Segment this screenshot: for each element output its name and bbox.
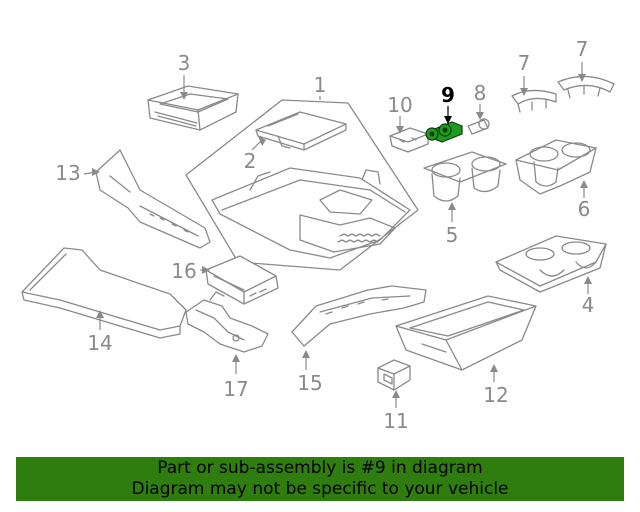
callout-15: 15 [297,371,322,395]
part-13-bracket [95,149,211,249]
part-5-cupholder [423,151,507,202]
info-banner: Part or sub-assembly is #9 in diagram Di… [16,457,624,501]
part-14-armrest [21,247,187,339]
part-6-cupholder [515,139,597,195]
callout-7a: 7 [518,51,531,75]
part-16-module [205,255,279,305]
part-3-tray [147,85,239,131]
part-8-plug [467,118,490,135]
callout-8: 8 [474,81,487,105]
callout-11: 11 [383,409,408,433]
callout-6: 6 [578,197,591,221]
callout-12: 12 [483,383,508,407]
callout-10: 10 [387,93,412,117]
part-4-trim [495,235,607,293]
callout-3: 3 [178,51,191,75]
callout-4: 4 [582,293,595,317]
callout-16: 16 [171,259,196,283]
part-7-rings [511,75,615,113]
callout-9-highlighted: 9 [441,83,455,107]
callout-2: 2 [244,149,257,173]
part-11-switch [377,359,411,391]
callout-14: 14 [87,331,112,355]
callout-13: 13 [55,161,80,185]
callout-7b: 7 [576,37,589,61]
part-9-usb-port [425,121,463,143]
banner-line-2: Diagram may not be specific to your vehi… [131,479,509,499]
part-17-mount [185,291,269,353]
part-10-connector [389,127,429,153]
callout-1: 1 [314,73,327,97]
parts-diagram: 1 2 3 4 5 6 7 7 8 9 10 11 12 13 14 15 16… [21,37,615,433]
leader-lines [83,62,592,408]
part-15-rail [291,285,427,347]
banner-line-1: Part or sub-assembly is #9 in diagram [157,458,483,478]
part-2-lid [255,111,347,151]
callout-5: 5 [446,223,459,247]
part-12-bin [395,295,537,371]
callout-labels: 1 2 3 4 5 6 7 7 8 9 10 11 12 13 14 15 16… [55,37,594,433]
callout-17: 17 [223,377,248,401]
